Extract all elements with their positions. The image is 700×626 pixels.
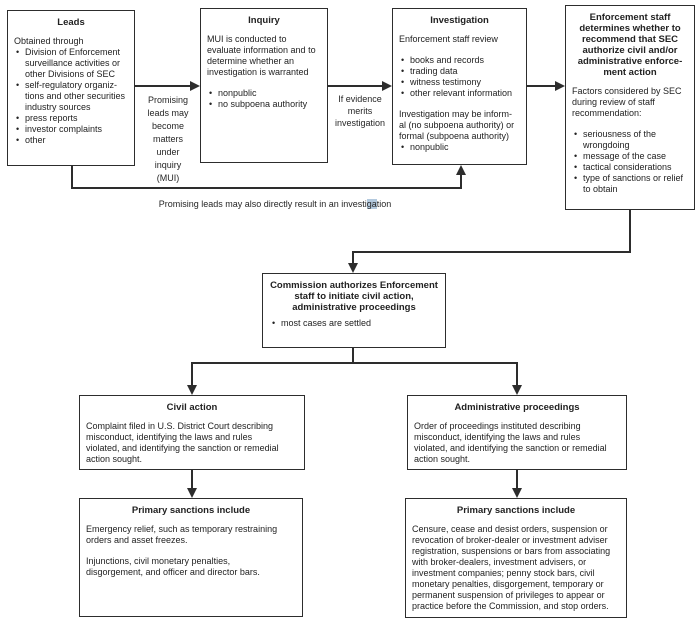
commission-bullet-list: most cases are settled — [266, 318, 442, 329]
selection-highlight: ga — [366, 199, 377, 209]
connector-leads-direct — [460, 175, 462, 188]
civil-sanctions-body: Emergency relief, such as temporary rest… — [86, 524, 278, 545]
enforcement-bullet-list: seriousness of the wrongdoing message of… — [572, 129, 688, 195]
bullet-item: witness testimony — [399, 77, 520, 88]
investigation-body2: Investigation may be inform- al (no subp… — [399, 109, 515, 141]
bullet-item: message of the case — [572, 151, 688, 162]
arrowhead-down-icon — [348, 263, 358, 273]
bullet-item: nonpublic — [207, 88, 321, 99]
connector-split-admin — [516, 363, 518, 386]
bullet-item: books and records — [399, 55, 520, 66]
connector-civil-sanctions — [191, 470, 193, 489]
admin-sanctions-title: Primary sanctions include — [456, 505, 576, 516]
connector-commission-split — [191, 362, 518, 364]
admin-proceedings-box: Administrative proceedings Order of proc… — [407, 395, 627, 470]
arrowhead-down-icon — [512, 385, 522, 395]
inquiry-body: MUI is conducted to evaluate information… — [207, 34, 316, 77]
edge-label-text: Promising leads may also directly result… — [158, 199, 367, 209]
connector-leads-direct — [71, 187, 462, 189]
commission-box: Commission authorizes Enforcement staff … — [262, 273, 446, 348]
inquiry-bullet-list: nonpublic no subpoena authority — [207, 88, 321, 110]
bullet-item: Division of Enforcement surveillance act… — [14, 47, 128, 80]
bullet-item: other relevant information — [399, 88, 520, 99]
leads-box: Leads Obtained through Division of Enfor… — [7, 10, 135, 166]
connector-inquiry-investigation — [328, 85, 383, 87]
arrowhead-down-icon — [187, 488, 197, 498]
civil-action-body: Complaint filed in U.S. District Court d… — [86, 421, 279, 464]
edge-label-evidence: If evidence merits investigation — [334, 94, 386, 128]
arrowhead-right-icon — [190, 81, 200, 91]
bullet-item: other — [14, 135, 128, 146]
connector-enforcement-commission — [352, 252, 354, 264]
commission-title: Commission authorizes Enforcement staff … — [270, 280, 438, 313]
bullet-item: type of sanctions or relief to obtain — [572, 173, 688, 195]
civil-sanctions-box: Primary sanctions include Emergency reli… — [79, 498, 303, 617]
edge-label-mui: Promising leads may become matters under… — [147, 95, 189, 183]
investigation-box: Investigation Enforcement staff review b… — [392, 8, 527, 165]
edge-label-direct-investigation: Promising leads may also directly result… — [75, 199, 475, 210]
investigation-bullet-list: books and records trading data witness t… — [399, 55, 520, 99]
admin-proceedings-title: Administrative proceedings — [454, 402, 580, 413]
connector-enforcement-commission — [629, 210, 631, 253]
arrowhead-right-icon — [555, 81, 565, 91]
bullet-item: press reports — [14, 113, 128, 124]
enforcement-determination-box: Enforcement staff determines whether to … — [565, 5, 695, 210]
connector-commission-split — [352, 348, 354, 364]
bullet-item: most cases are settled — [270, 318, 442, 329]
arrowhead-up-icon — [456, 165, 466, 175]
arrowhead-down-icon — [512, 488, 522, 498]
investigation-bullet-list2: nonpublic — [399, 142, 520, 153]
leads-bullet-list: Division of Enforcement surveillance act… — [14, 47, 128, 146]
bullet-item: self-regulatory organiz- tions and other… — [14, 80, 128, 113]
enforcement-title: Enforcement staff determines whether to … — [577, 12, 683, 78]
investigation-body: Enforcement staff review — [399, 34, 498, 44]
leads-title: Leads — [57, 17, 85, 28]
arrowhead-down-icon — [187, 385, 197, 395]
edge-label-text: tion — [376, 199, 392, 209]
civil-sanctions-title: Primary sanctions include — [131, 505, 251, 516]
civil-action-title: Civil action — [166, 402, 218, 413]
leads-intro: Obtained through — [14, 36, 84, 46]
connector-admin-sanctions — [516, 470, 518, 489]
bullet-item: no subpoena authority — [207, 99, 321, 110]
bullet-item: seriousness of the wrongdoing — [572, 129, 688, 151]
admin-sanctions-body: Censure, cease and desist orders, suspen… — [412, 524, 611, 611]
civil-action-box: Civil action Complaint filed in U.S. Dis… — [79, 395, 305, 470]
connector-leads-direct — [71, 166, 73, 189]
bullet-item: trading data — [399, 66, 520, 77]
inquiry-box: Inquiry MUI is conducted to evaluate inf… — [200, 8, 328, 163]
arrowhead-right-icon — [382, 81, 392, 91]
inquiry-title: Inquiry — [248, 15, 280, 26]
admin-proceedings-body: Order of proceedings instituted describi… — [414, 421, 607, 464]
connector-enforcement-commission — [352, 251, 631, 253]
investigation-title: Investigation — [430, 15, 489, 26]
admin-sanctions-box: Primary sanctions include Censure, cease… — [405, 498, 627, 618]
enforcement-body: Factors considered by SEC during review … — [572, 86, 682, 118]
connector-leads-inquiry — [135, 85, 191, 87]
bullet-item: tactical considerations — [572, 162, 688, 173]
civil-sanctions-body2: Injunctions, civil monetary penalties, d… — [86, 556, 260, 577]
connector-split-civil — [191, 363, 193, 386]
connector-investigation-enforcement — [527, 85, 556, 87]
bullet-item: investor complaints — [14, 124, 128, 135]
bullet-item: nonpublic — [399, 142, 520, 153]
